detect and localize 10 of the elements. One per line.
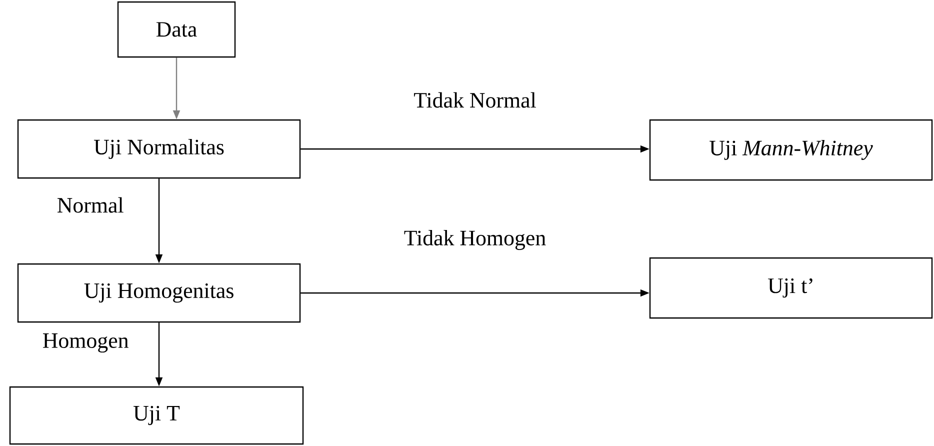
edge-label: Normal — [57, 197, 124, 213]
process-box: Uji t’ — [649, 257, 933, 319]
edge-label: Tidak Normal — [414, 92, 536, 108]
edge-label: Tidak Homogen — [404, 230, 546, 250]
process-box: Data — [117, 1, 236, 58]
process-box: Uji Homogenitas — [17, 263, 301, 323]
edge-label: Homogen — [43, 333, 128, 353]
process-box: Uji Normalitas — [17, 119, 301, 179]
process-box: Uji T — [9, 386, 304, 445]
process-box: Uji Mann-Whitney — [649, 119, 933, 181]
